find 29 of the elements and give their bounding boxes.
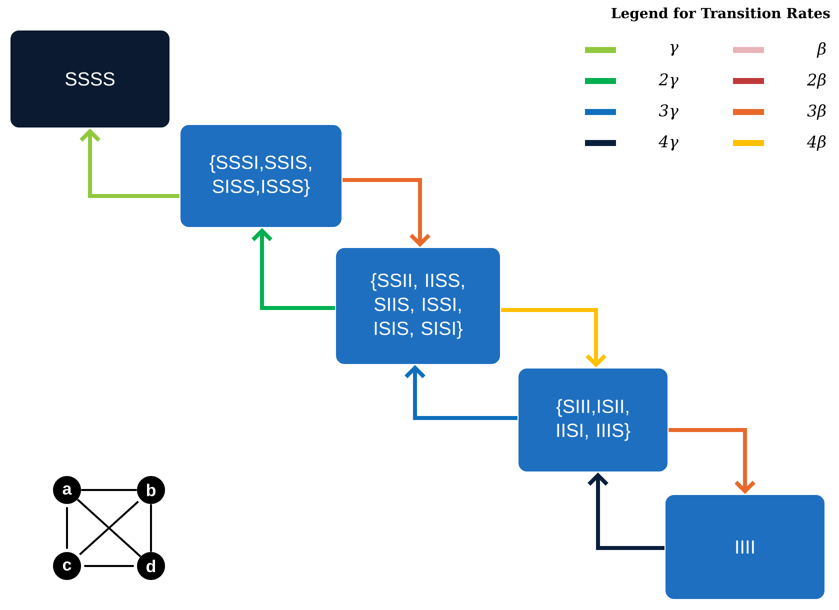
- legend-text: 4γ: [658, 135, 678, 151]
- arrow: [404, 365, 518, 420]
- arrow: [588, 472, 664, 550]
- legend-text: 2β: [806, 73, 826, 89]
- arrow: [252, 228, 335, 310]
- legend-title: Legend for Transition Rates: [612, 8, 830, 22]
- graph-edge: [66, 507, 68, 549]
- legend-text: 3γ: [658, 104, 678, 120]
- state-box: IIII: [664, 494, 826, 600]
- arrow: [668, 428, 756, 494]
- graph-edge: [81, 489, 137, 491]
- state-box: {SSII, IISS, SIIS, ISSI, ISIS, SISI}: [335, 247, 501, 365]
- graph-vertex: b: [137, 476, 165, 504]
- graph-vertex: a: [53, 476, 81, 504]
- state-box: SSSS: [10, 30, 170, 128]
- legend-text: 3β: [807, 104, 826, 120]
- state-box: {SSSI,SSIS, SISS,ISSS}: [180, 124, 342, 228]
- legend-text: 4β: [807, 135, 826, 151]
- graph-vertex: c: [53, 552, 81, 580]
- legend-text: β: [816, 42, 826, 58]
- arrow: [501, 308, 606, 368]
- arrow: [342, 178, 430, 247]
- legend-text: γ: [670, 44, 678, 56]
- graph-vertex: d: [137, 552, 165, 580]
- arrow: [80, 128, 180, 198]
- legend-text: 2γ: [658, 73, 678, 89]
- graph-edge: [84, 565, 134, 567]
- state-box: {SIII,ISII, IISI, IIIS}: [518, 368, 668, 472]
- graph-edge: [150, 504, 152, 552]
